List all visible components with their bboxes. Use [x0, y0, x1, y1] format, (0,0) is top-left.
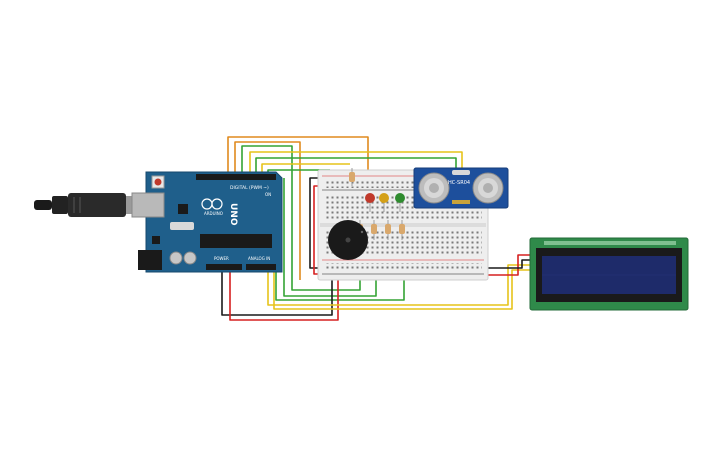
- uno-label: UNO: [228, 203, 238, 226]
- resistor-5[interactable]: [399, 220, 405, 240]
- lcd-display[interactable]: [529, 237, 689, 311]
- digital-label: DIGITAL (PWM ~): [230, 185, 269, 191]
- wire-black-bottom[interactable]: [221, 268, 333, 316]
- wire-green-top-1[interactable]: [241, 145, 361, 291]
- green-led[interactable]: [395, 193, 405, 212]
- lcd-pin-header[interactable]: [544, 241, 676, 245]
- resistor-3[interactable]: [371, 220, 377, 240]
- piezo-buzzer[interactable]: [328, 220, 368, 260]
- on-label: ON: [265, 192, 271, 197]
- resistor-4[interactable]: [385, 220, 391, 240]
- microcontroller-chip: [200, 234, 272, 248]
- sensor-pins[interactable]: [452, 200, 470, 204]
- wire-red-bottom[interactable]: [229, 270, 339, 321]
- wire-yellow-top-1[interactable]: [249, 151, 463, 180]
- arduino-uno-board[interactable]: DIGITAL (PWM ~) ARDUINO UNO ON POWER ANA…: [131, 171, 283, 273]
- resistor-1[interactable]: [349, 168, 355, 186]
- wire-orange-inner[interactable]: [234, 141, 301, 280]
- power-label: POWER: [214, 256, 229, 261]
- leds: [365, 193, 405, 212]
- ultrasonic-sensor[interactable]: HC-SR04: [413, 167, 509, 209]
- yellow-led[interactable]: [379, 193, 389, 212]
- wire-red-lcd[interactable]: [484, 254, 532, 276]
- red-led[interactable]: [365, 193, 375, 212]
- wire-yellow-lcd-1[interactable]: [267, 264, 532, 306]
- sensor-model-label: HC-SR04: [448, 180, 470, 186]
- analog-label: ANALOG IN: [248, 256, 270, 261]
- brand-label: ARDUINO: [204, 211, 223, 216]
- analog-header[interactable]: [246, 264, 276, 270]
- power-header[interactable]: [206, 264, 242, 270]
- usb-cable[interactable]: [34, 193, 140, 217]
- wire-black-rail[interactable]: [309, 177, 322, 269]
- reset-button[interactable]: [154, 178, 162, 186]
- wire-black-lcd[interactable]: [484, 259, 532, 269]
- digital-header[interactable]: [196, 174, 276, 180]
